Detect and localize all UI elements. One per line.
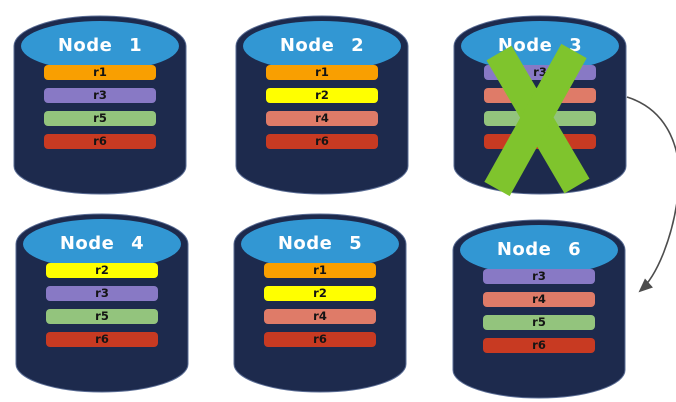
node-title: Node 6 — [496, 238, 582, 260]
node-title: Node 4 — [59, 232, 145, 254]
replica-row: r6 — [483, 338, 595, 353]
replica-rows: r3 r4 r5 r6 — [483, 269, 595, 361]
replica-row: r3 — [44, 88, 156, 103]
replica-row: r2 — [264, 286, 376, 301]
replica-rows: r1 r2 r4 r6 — [266, 65, 378, 157]
replica-row: r6 — [484, 134, 596, 149]
replica-row: r1 — [44, 65, 156, 80]
node-4: Node 4 r2 r3 r5 r6 — [14, 206, 190, 396]
node-title: Node 1 — [57, 34, 143, 56]
node-title: Node 2 — [279, 34, 365, 56]
replica-row: r1 — [266, 65, 378, 80]
replica-row: r6 — [46, 332, 158, 347]
database-cylinder-icon — [235, 15, 409, 195]
replica-row: r6 — [44, 134, 156, 149]
node-1: Node 1 r1 r3 r5 r6 — [12, 8, 188, 198]
database-cylinder-icon — [15, 213, 189, 393]
database-cylinder-icon — [233, 213, 407, 393]
replica-row: r5 — [46, 309, 158, 324]
replica-row: r4 — [266, 111, 378, 126]
node-6: Node 6 r3 r4 r5 r6 — [451, 212, 627, 402]
replica-row: r5 — [44, 111, 156, 126]
replica-row: r5 — [483, 315, 595, 330]
replica-rows: r1 r2 r4 r6 — [264, 263, 376, 355]
database-cylinder-icon — [13, 15, 187, 195]
node-title: Node 3 — [497, 34, 583, 56]
replica-rows: r1 r3 r5 r6 — [44, 65, 156, 157]
replica-row: r5 — [484, 111, 596, 126]
replica-row: r3 — [46, 286, 158, 301]
node-3: Node 3 r3 r4 r5 r6 — [452, 8, 628, 198]
replica-row: r6 — [264, 332, 376, 347]
replica-row: r4 — [483, 292, 595, 307]
replica-row: r1 — [264, 263, 376, 278]
replica-row: r2 — [46, 263, 158, 278]
replica-rows: r2 r3 r5 r6 — [46, 263, 158, 355]
replica-row: r4 — [264, 309, 376, 324]
replica-row: r2 — [266, 88, 378, 103]
replica-row: r4 — [484, 88, 596, 103]
node-5: Node 5 r1 r2 r4 r6 — [232, 206, 408, 396]
node-2: Node 2 r1 r2 r4 r6 — [234, 8, 410, 198]
database-cylinder-icon — [452, 219, 626, 399]
failover-arrow — [626, 96, 676, 293]
node-title: Node 5 — [277, 232, 363, 254]
replica-row: r3 — [483, 269, 595, 284]
replica-row: r3 — [484, 65, 596, 80]
replica-rows: r3 r4 r5 r6 — [484, 65, 596, 157]
replica-row: r6 — [266, 134, 378, 149]
